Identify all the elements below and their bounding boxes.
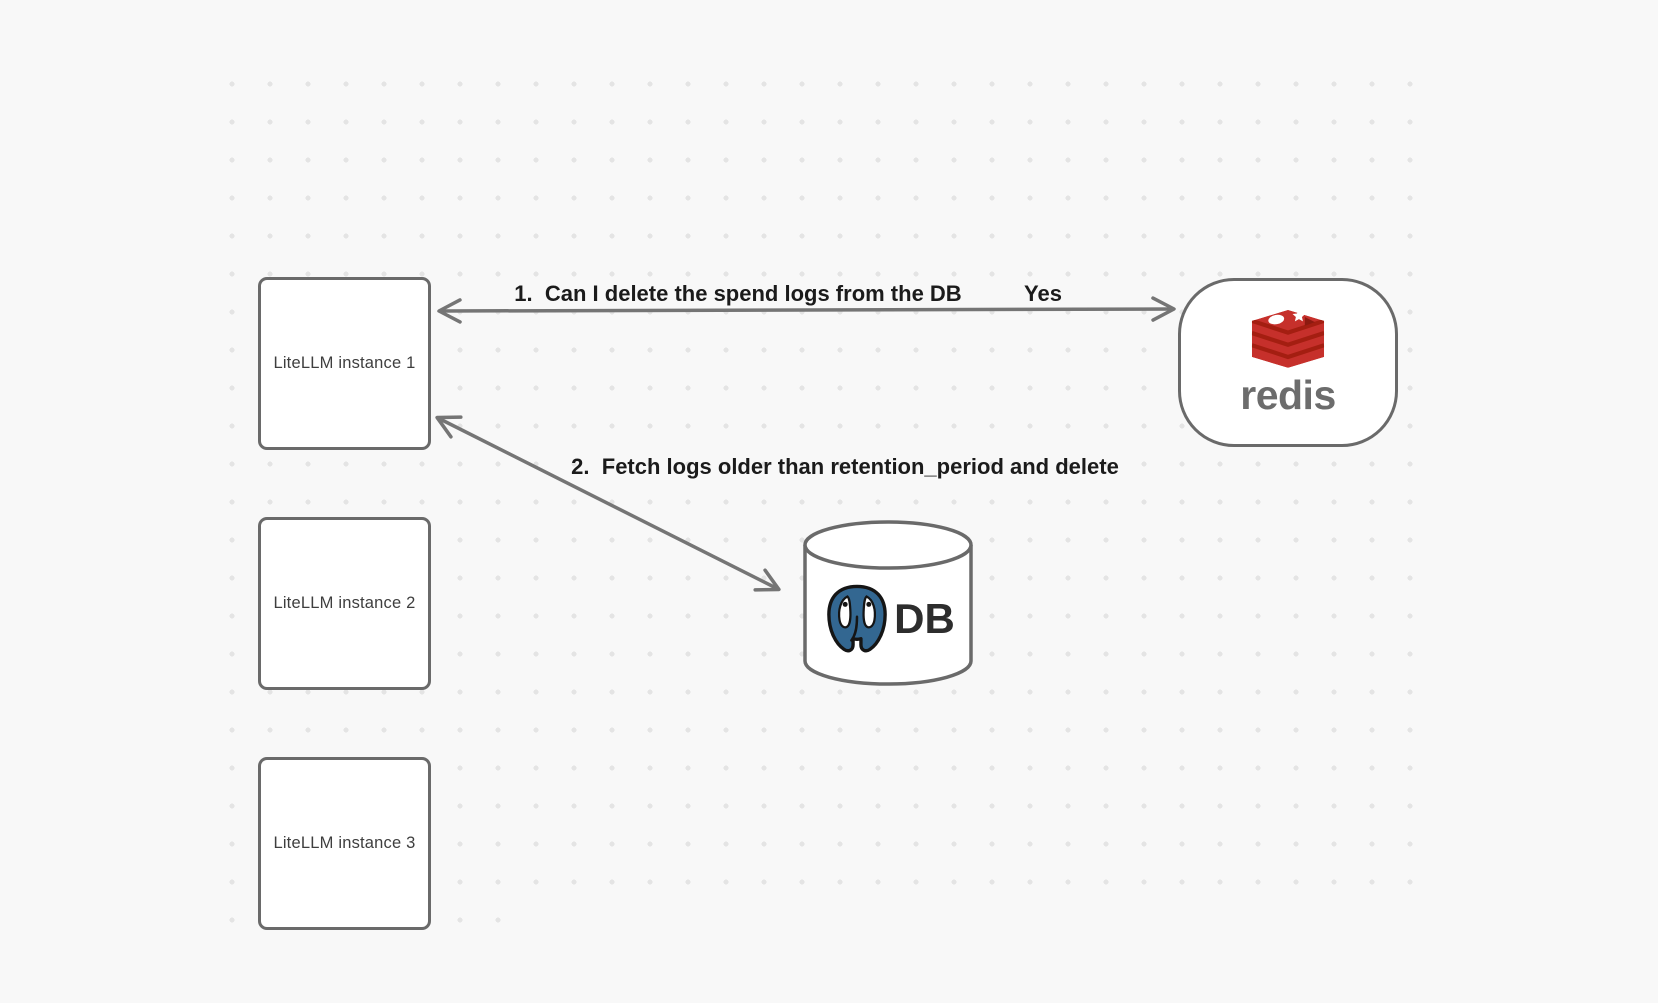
litellm-instance-3-label: LiteLLM instance 3: [273, 834, 416, 852]
database-node[interactable]: DB: [802, 519, 974, 687]
arrow1-answer-label[interactable]: Yes: [1024, 281, 1062, 306]
redis-node[interactable]: redis: [1178, 278, 1398, 447]
redis-wordmark: redis: [1240, 372, 1336, 418]
arrow1-label[interactable]: 1. Can I delete the spend logs from the …: [514, 281, 962, 306]
arrow2-label[interactable]: 2. Fetch logs older than retention_perio…: [571, 454, 1119, 479]
redis-logo-icon: [1251, 309, 1325, 368]
database-node-content: DB: [802, 577, 974, 661]
litellm-instance-1-label: LiteLLM instance 1: [273, 354, 416, 372]
litellm-instance-1-node[interactable]: LiteLLM instance 1: [258, 277, 431, 450]
litellm-instance-2-node[interactable]: LiteLLM instance 2: [258, 517, 431, 690]
litellm-instance-3-node[interactable]: LiteLLM instance 3: [258, 757, 431, 930]
litellm-instance-2-label: LiteLLM instance 2: [273, 594, 416, 612]
postgresql-logo-icon: [827, 584, 887, 653]
db-label: DB: [894, 595, 955, 642]
